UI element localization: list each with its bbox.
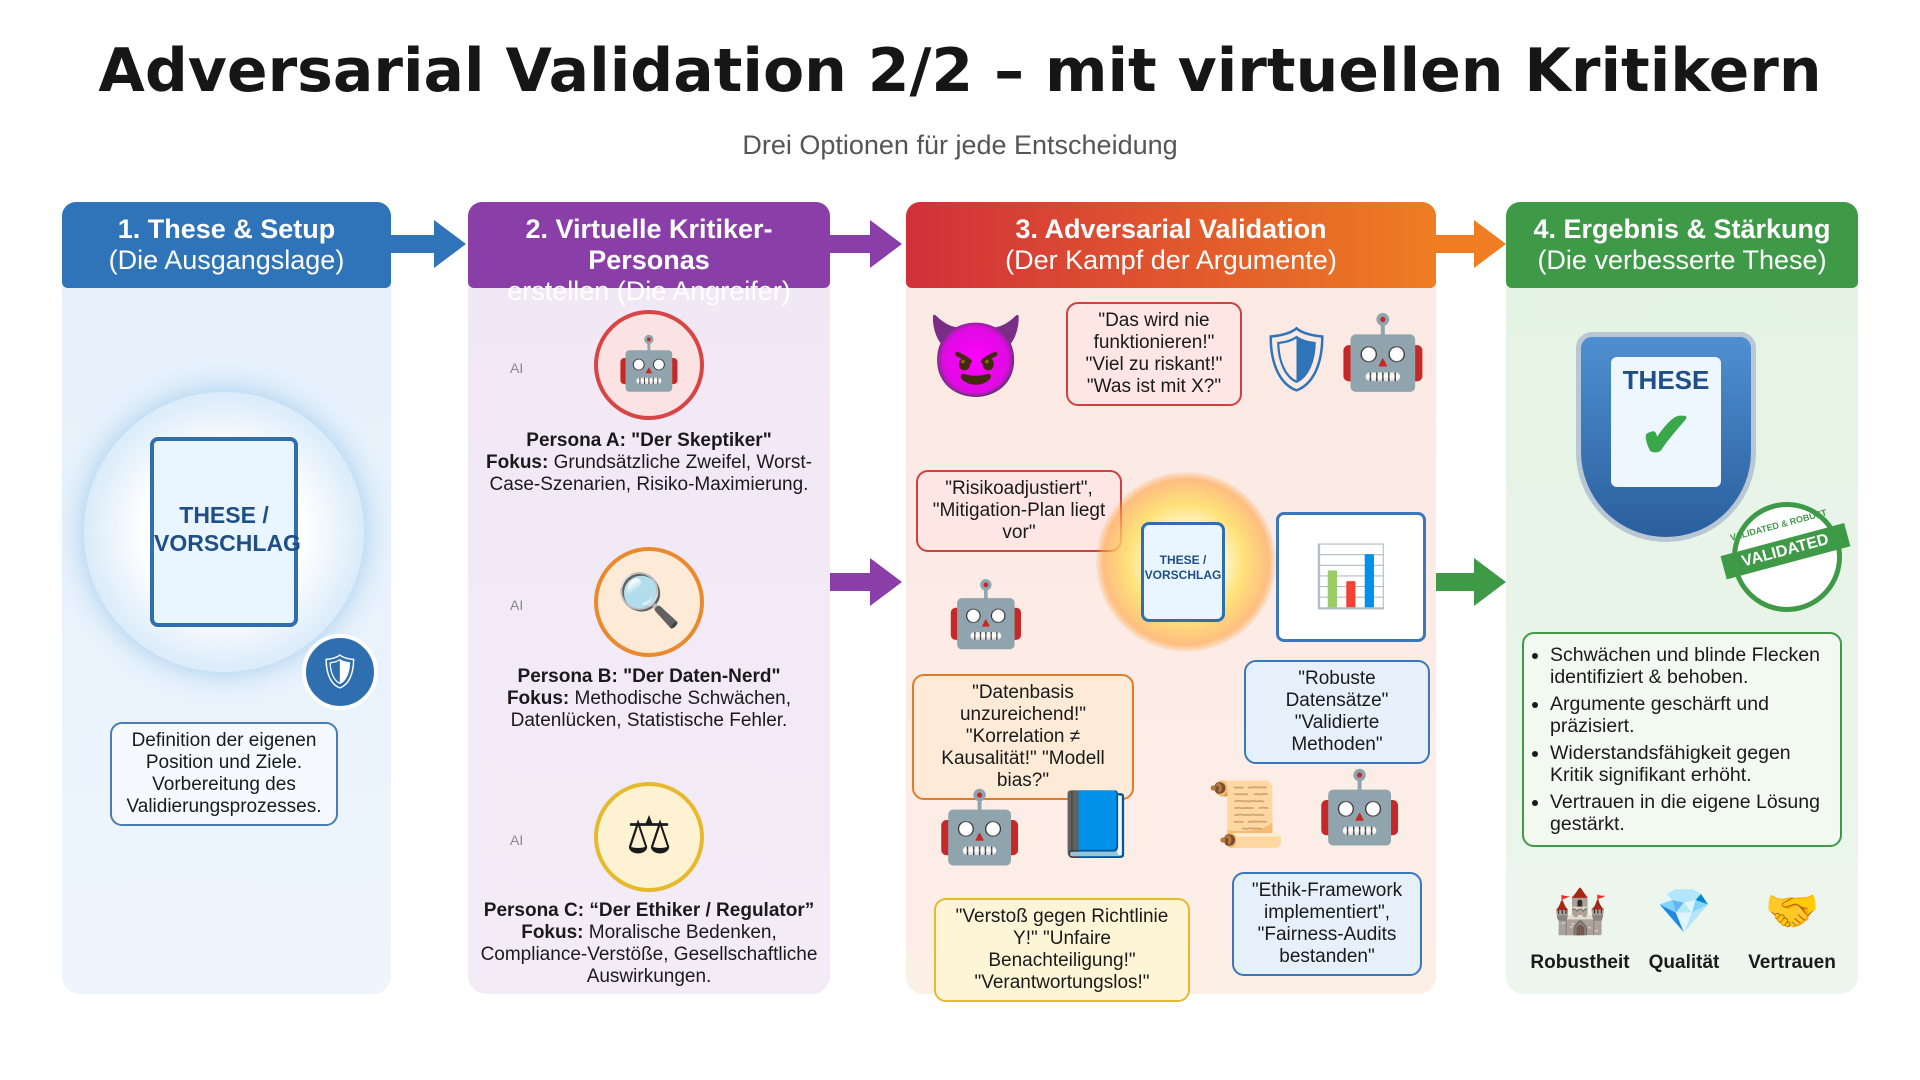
center-these-document: THESE / VORSCHLAG [1141,522,1225,622]
defense-text-1: "Risikoadjustiert", "Mitigation-Plan lie… [932,478,1106,543]
flow-arrow-2b [830,573,872,591]
step-3-title: 3. Adversarial Validation [1015,214,1327,244]
flow-arrow-3b [1436,573,1476,591]
persona-c-focus-label: Fokus: [521,922,584,943]
step-1-subtitle: (Die Ausgangslage) [108,245,345,275]
diamond-icon: 💎 [1656,887,1712,936]
persona-c: Persona C: “Der Ethiker / Regulator” Fok… [474,900,824,988]
result-item: Vertrauen in die eigene Lösung gestärkt. [1550,791,1826,835]
flow-arrowhead-3b [1474,558,1506,606]
ethics-robot-icon: 🤖 [936,788,1024,866]
attack-text-2: "Datenbasis unzureichend!" "Korrelation … [941,682,1105,791]
devil-robot-icon: 😈 [926,312,1026,401]
step-4-header: 4. Ergebnis & Stärkung (Die verbesserte … [1506,202,1858,288]
rulebook-icon: 📘 [1056,788,1136,860]
defense-text-3: "Ethik-Framework implementiert", "Fairne… [1251,880,1403,967]
step-3-panel: 3. Adversarial Validation (Der Kampf der… [906,202,1436,1002]
flow-arrowhead-1 [434,220,466,268]
step-2-title: 2. Virtuelle Kritiker-Personas [525,214,773,275]
badge-vertrauen: Vertrauen [1748,952,1836,973]
persona-a-focus: Grundsätzliche Zweifel, Worst-Case-Szena… [489,452,812,495]
step-4-subtitle: (Die verbesserte These) [1537,245,1827,275]
setup-description-text: Definition der eigenen Position und Ziel… [126,730,322,817]
shield-doc: THESE ✔ [1611,357,1721,487]
center-doc-label: THESE / VORSCHLAG [1144,553,1222,582]
defense-bubble-1: "Risikoadjustiert", "Mitigation-Plan lie… [916,470,1122,552]
certificate-icon: 📜 [1206,778,1286,850]
step-2-header: 2. Virtuelle Kritiker-Personas erstellen… [468,202,830,306]
results-list: Schwächen und blinde Flecken identifizie… [1550,644,1826,835]
ai-label: AI [510,832,524,848]
validated-stamp: VALIDATED & ROBUST VALIDATED [1719,489,1855,625]
badge-qualitaet: Qualität [1648,952,1720,973]
auditor-robot-icon: 🤖 [1316,768,1404,846]
ai-label: AI [510,360,524,376]
data-nerd-robot-icon: 🔍 [594,547,704,657]
persona-c-name: Persona C: “Der Ethiker / Regulator” [483,900,815,921]
setup-description: Definition der eigenen Position und Ziel… [110,722,338,826]
step-4-title: 4. Ergebnis & Stärkung [1533,214,1831,244]
persona-b-focus: Methodische Schwächen, Datenlücken, Stat… [510,688,792,731]
result-item: Argumente geschärft und präzisiert. [1550,693,1826,737]
step-3-subtitle: (Der Kampf der Argumente) [1005,245,1337,275]
step-3-header: 3. Adversarial Validation (Der Kampf der… [906,202,1436,288]
attack-bubble-1: "Das wird nie funktionieren!" "Viel zu r… [1066,302,1242,406]
persona-b-focus-label: Fokus: [506,688,570,709]
these-document-icon: THESE / VORSCHLAG [150,437,301,627]
step-1-header: 1. These & Setup (Die Ausgangslage) [62,202,391,288]
result-item: Widerstandsfähigkeit gegen Kritik signif… [1550,742,1826,786]
defender-robot-icon: 🤖 [1338,313,1428,393]
ai-label: AI [510,597,524,613]
step-2-panel: 2. Virtuelle Kritiker-Personas erstellen… [468,202,830,994]
attack-bubble-3: "Verstoß gegen Richtlinie Y!" "Unfaire B… [934,898,1190,1002]
dashboard-chart-icon: 📊 [1276,512,1426,642]
defense-bubble-2: "Robuste Datensätze" "Validierte Methode… [1244,660,1430,764]
ethicist-robot-icon: ⚖ [594,782,704,892]
doc-label: THESE / VORSCHLAG [154,502,301,556]
page-subtitle: Drei Optionen für jede Entscheidung [742,130,1178,160]
persona-a-focus-label: Fokus: [486,452,549,473]
badge-robustheit: Robustheit [1530,952,1630,973]
persona-b: Persona B: "Der Daten-Nerd" Fokus: Metho… [474,666,824,732]
defense-bubble-3: "Ethik-Framework implementiert", "Fairne… [1232,872,1422,976]
checkmark-icon: ✔ [1639,399,1693,471]
attack-text-3: "Verstoß gegen Richtlinie Y!" "Unfaire B… [955,906,1169,993]
persona-c-focus: Moralische Bedenken, Compliance-Verstöße… [480,922,818,987]
flow-arrowhead-3 [1474,220,1506,268]
persona-b-name: Persona B: "Der Daten-Nerd" [517,666,781,687]
defense-text-2: "Robuste Datensätze" "Validierte Methode… [1285,668,1389,755]
step-1-title: 1. These & Setup [117,214,336,244]
data-robot-icon: 🤖 [946,578,1026,650]
attack-bubble-2: "Datenbasis unzureichend!" "Korrelation … [912,674,1134,800]
persona-a: Persona A: "Der Skeptiker" Fokus: Grunds… [474,430,824,496]
validated-shield-icon: THESE ✔ [1576,332,1756,542]
step-2-subtitle: erstellen (Die Angreifer) [507,276,791,306]
persona-a-name: Persona A: "Der Skeptiker" [526,430,772,451]
flow-arrow-3 [1436,235,1476,253]
step-1-panel: 1. These & Setup (Die Ausgangslage) THES… [62,202,391,994]
handshake-icon: 🤝 [1764,887,1820,936]
attack-text-1: "Das wird nie funktionieren!" "Viel zu r… [1085,310,1223,397]
flow-arrow-2 [830,235,872,253]
shield-brain-icon: 🛡 [302,634,378,710]
result-item: Schwächen und blinde Flecken identifizie… [1550,644,1826,688]
skeptic-robot-icon: 🤖 [594,310,704,420]
shield-check-icon: 🛡 [1256,323,1338,395]
page-title: Adversarial Validation 2/2 – mit virtuel… [98,36,1822,106]
results-box: Schwächen und blinde Flecken identifizie… [1522,632,1842,847]
flow-arrowhead-2 [870,220,902,268]
step-4-panel: 4. Ergebnis & Stärkung (Die verbesserte … [1506,202,1858,994]
flow-arrowhead-2b [870,558,902,606]
flow-arrow-1 [391,235,436,253]
shield-label: THESE [1622,365,1710,395]
castle-icon: 🏰 [1552,887,1608,936]
